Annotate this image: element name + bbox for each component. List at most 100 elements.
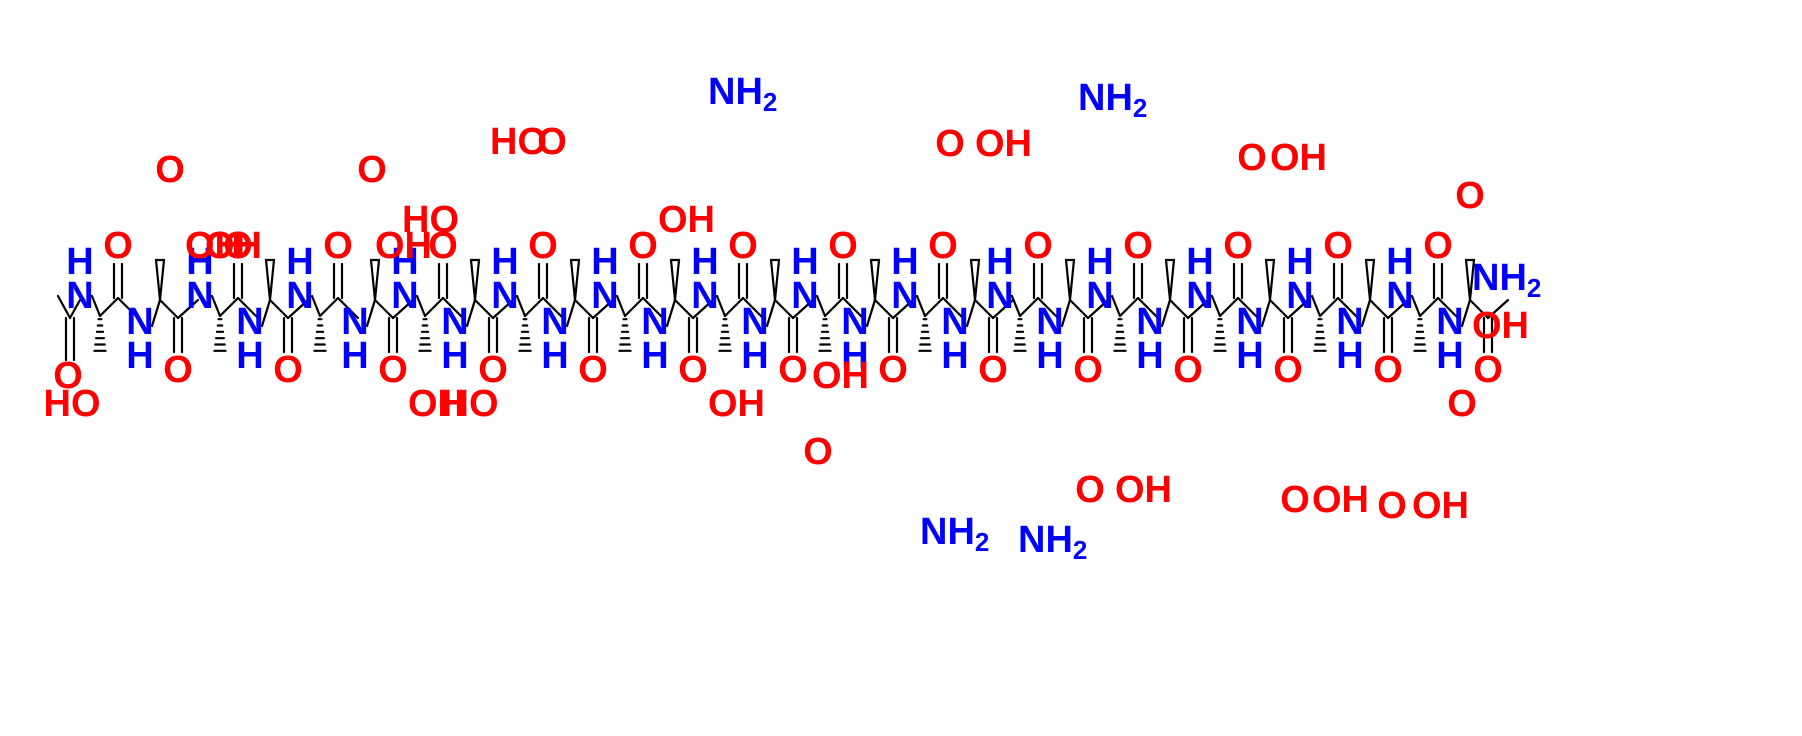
backbone-nitrogen-11: N [591, 275, 618, 317]
n-calpha-bond [615, 294, 627, 318]
calpha-carbonyl-bond [1268, 298, 1290, 320]
carbonyl-oxygen-8: O [478, 349, 508, 391]
carbonyl-oxygen-22: O [1173, 349, 1203, 391]
backbone-nh-hydrogen-25: H [1286, 241, 1313, 283]
backbone-nitrogen-6: N [341, 301, 368, 343]
backbone-nh-hydrogen-20: H [1036, 335, 1063, 377]
backbone-nitrogen-25: N [1286, 275, 1313, 317]
calpha-carbonyl-bond [623, 296, 645, 318]
backbone-nitrogen-24: N [1236, 301, 1263, 343]
backbone-nitrogen-2: N [126, 301, 153, 343]
n-calpha-bond [1260, 298, 1272, 328]
n-calpha-bond [565, 298, 577, 328]
backbone-nh-hydrogen-19: H [986, 241, 1013, 283]
peptide-bond [1086, 298, 1110, 320]
carbonyl-oxygen-16: O [878, 349, 908, 391]
n-calpha-bond [90, 294, 102, 318]
carbonyl-oxygen-14: O [778, 349, 808, 391]
backbone-nh-hydrogen-11: H [591, 241, 618, 283]
sidechain-hashed-bond [818, 318, 832, 352]
backbone-nitrogen-19: N [986, 275, 1013, 317]
n-calpha-bond [665, 298, 677, 328]
n-calpha-bond [715, 294, 727, 318]
asn28-o: O [1455, 175, 1485, 217]
sidechain-wedge-bond [369, 258, 381, 301]
peptide-bond [991, 298, 1015, 320]
carbonyl-oxygen-3: O [223, 225, 253, 267]
backbone-nitrogen-27: N [1386, 275, 1413, 317]
backbone-nh-hydrogen-9: H [491, 241, 518, 283]
n-calpha-bond [1060, 298, 1072, 328]
peptide-bond [891, 298, 915, 320]
calpha-carbonyl-bond [923, 296, 945, 318]
n-calpha-bond [515, 294, 527, 318]
sidechain-hashed-bond [618, 318, 632, 352]
peptide-bond [1336, 296, 1360, 320]
backbone-nitrogen-3: N [186, 275, 213, 317]
carbonyl-oxygen-19: O [1023, 225, 1053, 267]
thr3-hydroxyl: OH [205, 225, 262, 267]
thr13-hydroxyl: OH [708, 383, 765, 425]
peptide-bond [1386, 298, 1410, 320]
backbone-nitrogen-23: N [1186, 275, 1213, 317]
carbonyl-oxygen-18: O [978, 349, 1008, 391]
calpha-carbonyl-bond [318, 296, 340, 318]
carbonyl-oxygen-13: O [728, 225, 758, 267]
carbonyl-oxygen-15: O [828, 225, 858, 267]
calpha-carbonyl-bond [373, 298, 395, 320]
backbone-nitrogen-13: N [691, 275, 718, 317]
n-calpha-bond [415, 294, 427, 318]
peptide-bond [1486, 298, 1510, 320]
peptide-bond [116, 296, 140, 320]
carbonyl-oxygen-6: O [378, 349, 408, 391]
calpha-carbonyl-bond [1418, 296, 1440, 318]
peptide-bond [691, 298, 715, 320]
sidechain-wedge-bond [1364, 258, 1376, 301]
calpha-carbonyl-bond [158, 298, 180, 320]
glu25-oh: OH [1312, 479, 1369, 521]
sidechain-hashed-bond [93, 318, 107, 352]
c-terminal-o: O [1447, 383, 1477, 425]
peptide-bond [1036, 296, 1060, 320]
acetyl-methyl-bond [56, 294, 72, 320]
sidechain-hashed-bond [1013, 318, 1027, 352]
calpha-carbonyl-bond [673, 298, 695, 320]
peptide-bond [391, 298, 415, 320]
calpha-carbonyl-bond [723, 296, 745, 318]
n-calpha-bond [150, 298, 162, 328]
peptide-bond [1236, 296, 1260, 320]
sidechain-wedge-bond [264, 258, 276, 301]
carbonyl-oxygen-27: O [1423, 225, 1453, 267]
sidechain-hashed-bond [1213, 318, 1227, 352]
n-calpha-bond [1110, 294, 1122, 318]
peptide-bond [176, 298, 200, 320]
peptide-bond [286, 298, 310, 320]
carbonyl-oxygen-25: O [1323, 225, 1353, 267]
sidechain-wedge-bond [1464, 258, 1476, 301]
sidechain-hashed-bond [718, 318, 732, 352]
backbone-nitrogen-16: N [841, 301, 868, 343]
sidechain-hashed-bond [1113, 318, 1127, 352]
asp21-oh: OH [1115, 469, 1172, 511]
backbone-nh-hydrogen-10: H [541, 335, 568, 377]
backbone-nh-hydrogen-26: H [1336, 335, 1363, 377]
n-calpha-bond [865, 298, 877, 328]
backbone-nh-hydrogen-6: H [341, 335, 368, 377]
asp6-carboxyl-o: O [357, 149, 387, 191]
ser1-hydroxyl: HO [44, 383, 101, 425]
calpha-carbonyl-bond [1218, 296, 1240, 318]
backbone-nh-hydrogen-5: H [286, 241, 313, 283]
acetyl-oxygen: O [53, 355, 83, 397]
bond-layer [56, 258, 1510, 362]
n-calpha-bond [465, 298, 477, 328]
peptide-bond [441, 296, 465, 320]
n-calpha-bond [1460, 298, 1472, 328]
n-calpha-bond [1210, 294, 1222, 318]
n-calpha-bond [1410, 294, 1422, 318]
backbone-nh-hydrogen-3: H [186, 241, 213, 283]
glu25-o: O [1280, 479, 1310, 521]
backbone-nh-hydrogen-23: H [1186, 241, 1213, 283]
calpha-carbonyl-bond [873, 298, 895, 320]
carbonyl-oxygen-7: O [428, 225, 458, 267]
carbonyl-oxygen-10: O [578, 349, 608, 391]
